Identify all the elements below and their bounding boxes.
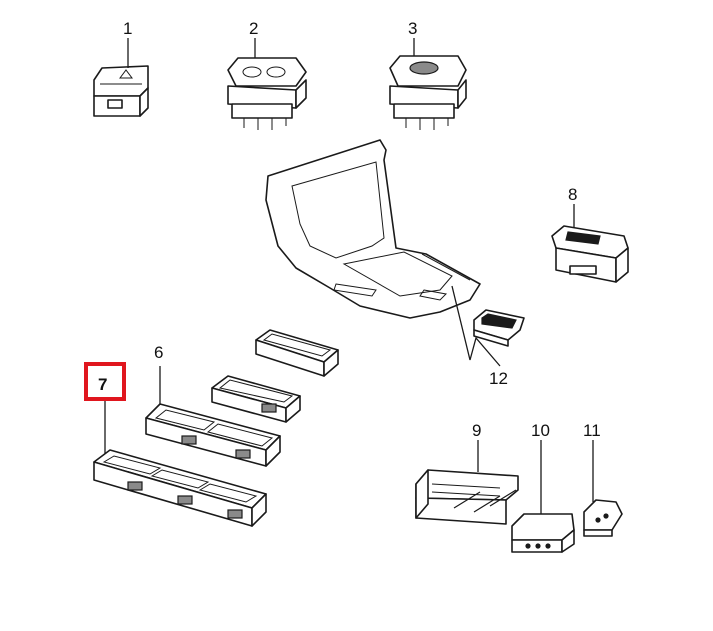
part-2-double-switch [227, 57, 307, 130]
part-7-triple-frame [93, 449, 267, 527]
callout-1: 1 [123, 19, 132, 38]
callout-11: 11 [583, 421, 601, 440]
part-10-knob-cover [511, 513, 575, 553]
part-3-rocker-switch [389, 55, 467, 130]
part-6-single-frame-upper [255, 329, 339, 377]
part-1-hazard-switch [93, 65, 149, 117]
part-8-switch-block [551, 225, 629, 283]
callout-7-highlight-box [84, 362, 126, 401]
center-console-trim [265, 139, 481, 319]
part-11-button [583, 499, 623, 537]
part-12-bezel [473, 309, 525, 347]
part-6-double-frame [145, 403, 281, 467]
callout-2: 2 [249, 19, 258, 38]
part-9-control-unit [415, 469, 519, 525]
callout-7: 7 [98, 375, 107, 394]
callout-8: 8 [568, 185, 577, 204]
callout-6: 6 [154, 343, 163, 362]
callout-3: 3 [408, 19, 417, 38]
callout-9: 9 [472, 421, 481, 440]
part-6-single-frame-lower [211, 375, 301, 423]
callout-12: 12 [489, 369, 508, 388]
callout-10: 10 [531, 421, 550, 440]
